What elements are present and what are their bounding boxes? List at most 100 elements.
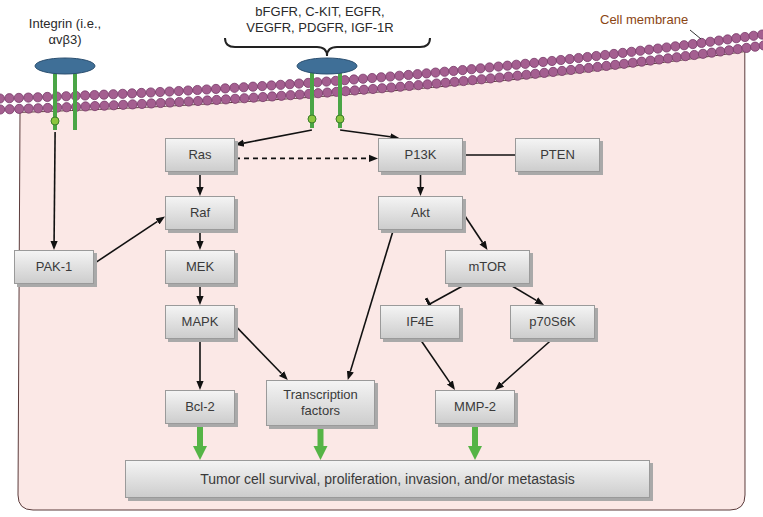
activation-arrow bbox=[463, 213, 483, 242]
membrane-bead bbox=[530, 58, 539, 67]
receptor-dot bbox=[336, 115, 344, 123]
membrane-bead bbox=[556, 55, 565, 64]
membrane-bead bbox=[671, 42, 680, 51]
membrane-bead bbox=[751, 42, 760, 51]
membrane-bead bbox=[440, 67, 449, 76]
membrane-bead bbox=[688, 39, 697, 48]
node-label: Ras bbox=[188, 147, 211, 163]
membrane-bead bbox=[248, 82, 257, 91]
membrane-bead bbox=[494, 62, 503, 71]
membrane-beads bbox=[0, 30, 763, 114]
membrane-bead bbox=[249, 93, 258, 102]
membrane-bead bbox=[749, 31, 758, 40]
node-label: Transcription factors bbox=[273, 387, 368, 418]
membrane-bead bbox=[211, 84, 220, 93]
node-label: MAPK bbox=[182, 314, 219, 330]
membrane-bead bbox=[314, 89, 323, 98]
membrane-bead bbox=[258, 92, 267, 101]
membrane-bead bbox=[477, 75, 486, 84]
membrane-bead bbox=[118, 89, 127, 98]
node-label: Integrin (i.e., αvβ3) bbox=[21, 16, 109, 47]
membrane-bead bbox=[504, 72, 513, 81]
membrane-bead bbox=[574, 53, 583, 62]
membrane-bead bbox=[295, 90, 304, 99]
membrane-bead bbox=[33, 93, 42, 102]
membrane-bead bbox=[485, 63, 494, 72]
outcome-arrow bbox=[197, 424, 203, 446]
membrane-bead bbox=[405, 81, 414, 90]
node-label: Tumor cell survival, proliferation, inva… bbox=[200, 471, 575, 488]
membrane-bead bbox=[137, 99, 146, 108]
membrane-bead bbox=[627, 47, 636, 56]
membrane-bead bbox=[175, 97, 184, 106]
receptor-head bbox=[297, 58, 357, 74]
membrane-bead bbox=[202, 85, 211, 94]
node-label: Raf bbox=[190, 205, 210, 221]
membrane-bead bbox=[368, 73, 377, 82]
membrane-bead bbox=[681, 52, 690, 61]
membrane-bead bbox=[128, 100, 137, 109]
inhibition-line bbox=[428, 284, 466, 305]
membrane-bead bbox=[759, 41, 763, 50]
membrane-bead bbox=[231, 94, 240, 103]
membrane-bead bbox=[350, 86, 359, 95]
membrane-bead bbox=[80, 91, 89, 100]
leader-line bbox=[690, 30, 701, 39]
membrane-label: Cell membrane bbox=[600, 12, 688, 27]
integrin-receptor: Integrin (i.e., αvβ3) bbox=[10, 14, 120, 132]
membrane-bead bbox=[277, 91, 286, 100]
membrane-bead bbox=[758, 30, 763, 39]
node-label: IF4E bbox=[406, 314, 433, 330]
membrane-bead bbox=[358, 74, 367, 83]
membrane-bead bbox=[486, 74, 495, 83]
activation-arrow bbox=[509, 284, 537, 300]
membrane-bead bbox=[423, 80, 432, 89]
membrane-bead bbox=[575, 64, 584, 73]
pathway-box: P13K bbox=[378, 138, 463, 172]
membrane-bead bbox=[540, 68, 549, 77]
membrane-bead bbox=[24, 93, 33, 102]
membrane-bead bbox=[5, 94, 14, 103]
pathway-box: Ras bbox=[165, 138, 235, 172]
membrane-bead bbox=[706, 37, 715, 46]
membrane-bead bbox=[43, 92, 52, 101]
membrane-bead bbox=[698, 49, 707, 58]
membrane-bead bbox=[565, 54, 574, 63]
activation-arrow bbox=[350, 230, 393, 371]
membrane-bead bbox=[183, 86, 192, 95]
outcome-bar: Tumor cell survival, proliferation, inva… bbox=[125, 460, 650, 498]
receptor-dot bbox=[308, 115, 316, 123]
pathway-box: IF4E bbox=[380, 305, 460, 339]
membrane-bead bbox=[24, 104, 33, 113]
membrane-bead bbox=[240, 94, 249, 103]
membrane-bead bbox=[221, 84, 230, 93]
membrane-bead bbox=[359, 85, 368, 94]
activation-arrow bbox=[54, 132, 55, 241]
membrane-bead bbox=[62, 92, 71, 101]
pathway-box: Bcl-2 bbox=[165, 390, 235, 424]
membrane-bead bbox=[119, 100, 128, 109]
growth-factor-receptors: bFGFR, C-KIT, EGFR, VEGFR, PDGFR, IGF-1R bbox=[170, 2, 470, 130]
pathway-box: mTOR bbox=[445, 250, 530, 284]
activation-arrow bbox=[340, 130, 390, 137]
membrane-bead bbox=[193, 96, 202, 105]
node-label: PAK-1 bbox=[36, 259, 73, 275]
pathway-box: PAK-1 bbox=[14, 250, 94, 284]
membrane-bead bbox=[593, 62, 602, 71]
membrane-bead bbox=[512, 60, 521, 69]
cell-interior bbox=[18, 52, 745, 510]
membrane-bead bbox=[90, 90, 99, 99]
membrane-bead bbox=[43, 103, 52, 112]
activation-arrow bbox=[420, 339, 450, 383]
membrane-bead bbox=[495, 73, 504, 82]
membrane-bead bbox=[655, 55, 664, 64]
membrane-bead bbox=[714, 36, 723, 45]
membrane-bead bbox=[156, 98, 165, 107]
outcome-arrow bbox=[472, 424, 478, 446]
membrane-bead bbox=[431, 68, 440, 77]
membrane-bead bbox=[742, 43, 751, 52]
activation-arrow bbox=[502, 339, 553, 384]
membrane-bead bbox=[503, 61, 512, 70]
